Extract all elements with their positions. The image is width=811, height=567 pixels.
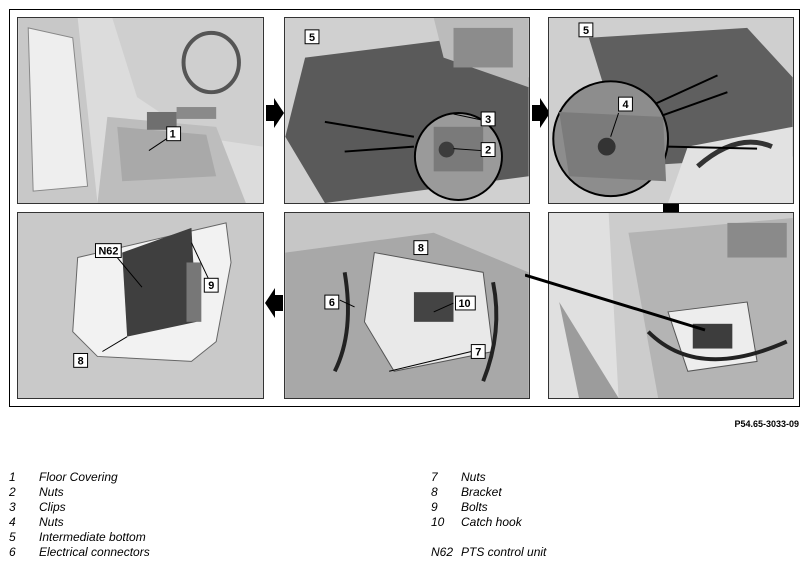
arrow-right-icon bbox=[532, 98, 550, 128]
photo-intermediate-bottom: 5 3 2 bbox=[284, 17, 530, 204]
photo-installed-position bbox=[548, 212, 794, 399]
callout-4: 4 bbox=[623, 99, 629, 111]
photo-floor-covering: 1 bbox=[17, 17, 264, 204]
callout-3: 3 bbox=[485, 114, 491, 126]
arrow-right-icon bbox=[266, 98, 284, 128]
callout-6: 6 bbox=[329, 297, 335, 309]
photo-nuts-detail: 5 4 bbox=[548, 17, 794, 204]
callout-8: 8 bbox=[78, 355, 84, 367]
callout-7: 7 bbox=[475, 346, 481, 358]
callout-n62: N62 bbox=[98, 246, 118, 258]
callout-1: 1 bbox=[170, 129, 176, 141]
callout-5: 5 bbox=[583, 25, 589, 37]
legend-item bbox=[431, 530, 731, 545]
arrow-left-icon bbox=[265, 288, 283, 318]
photo-bracket: 8 6 10 7 bbox=[284, 212, 530, 399]
photo-pts-control-unit: N62 9 8 bbox=[17, 212, 264, 399]
callout-8: 8 bbox=[418, 243, 424, 255]
figure-reference-code: P54.65-3033-09 bbox=[734, 419, 799, 429]
callout-5: 5 bbox=[309, 32, 315, 44]
callout-9: 9 bbox=[208, 280, 214, 292]
pointer-line bbox=[525, 273, 706, 332]
callout-2: 2 bbox=[485, 145, 491, 157]
callout-10: 10 bbox=[458, 298, 470, 310]
